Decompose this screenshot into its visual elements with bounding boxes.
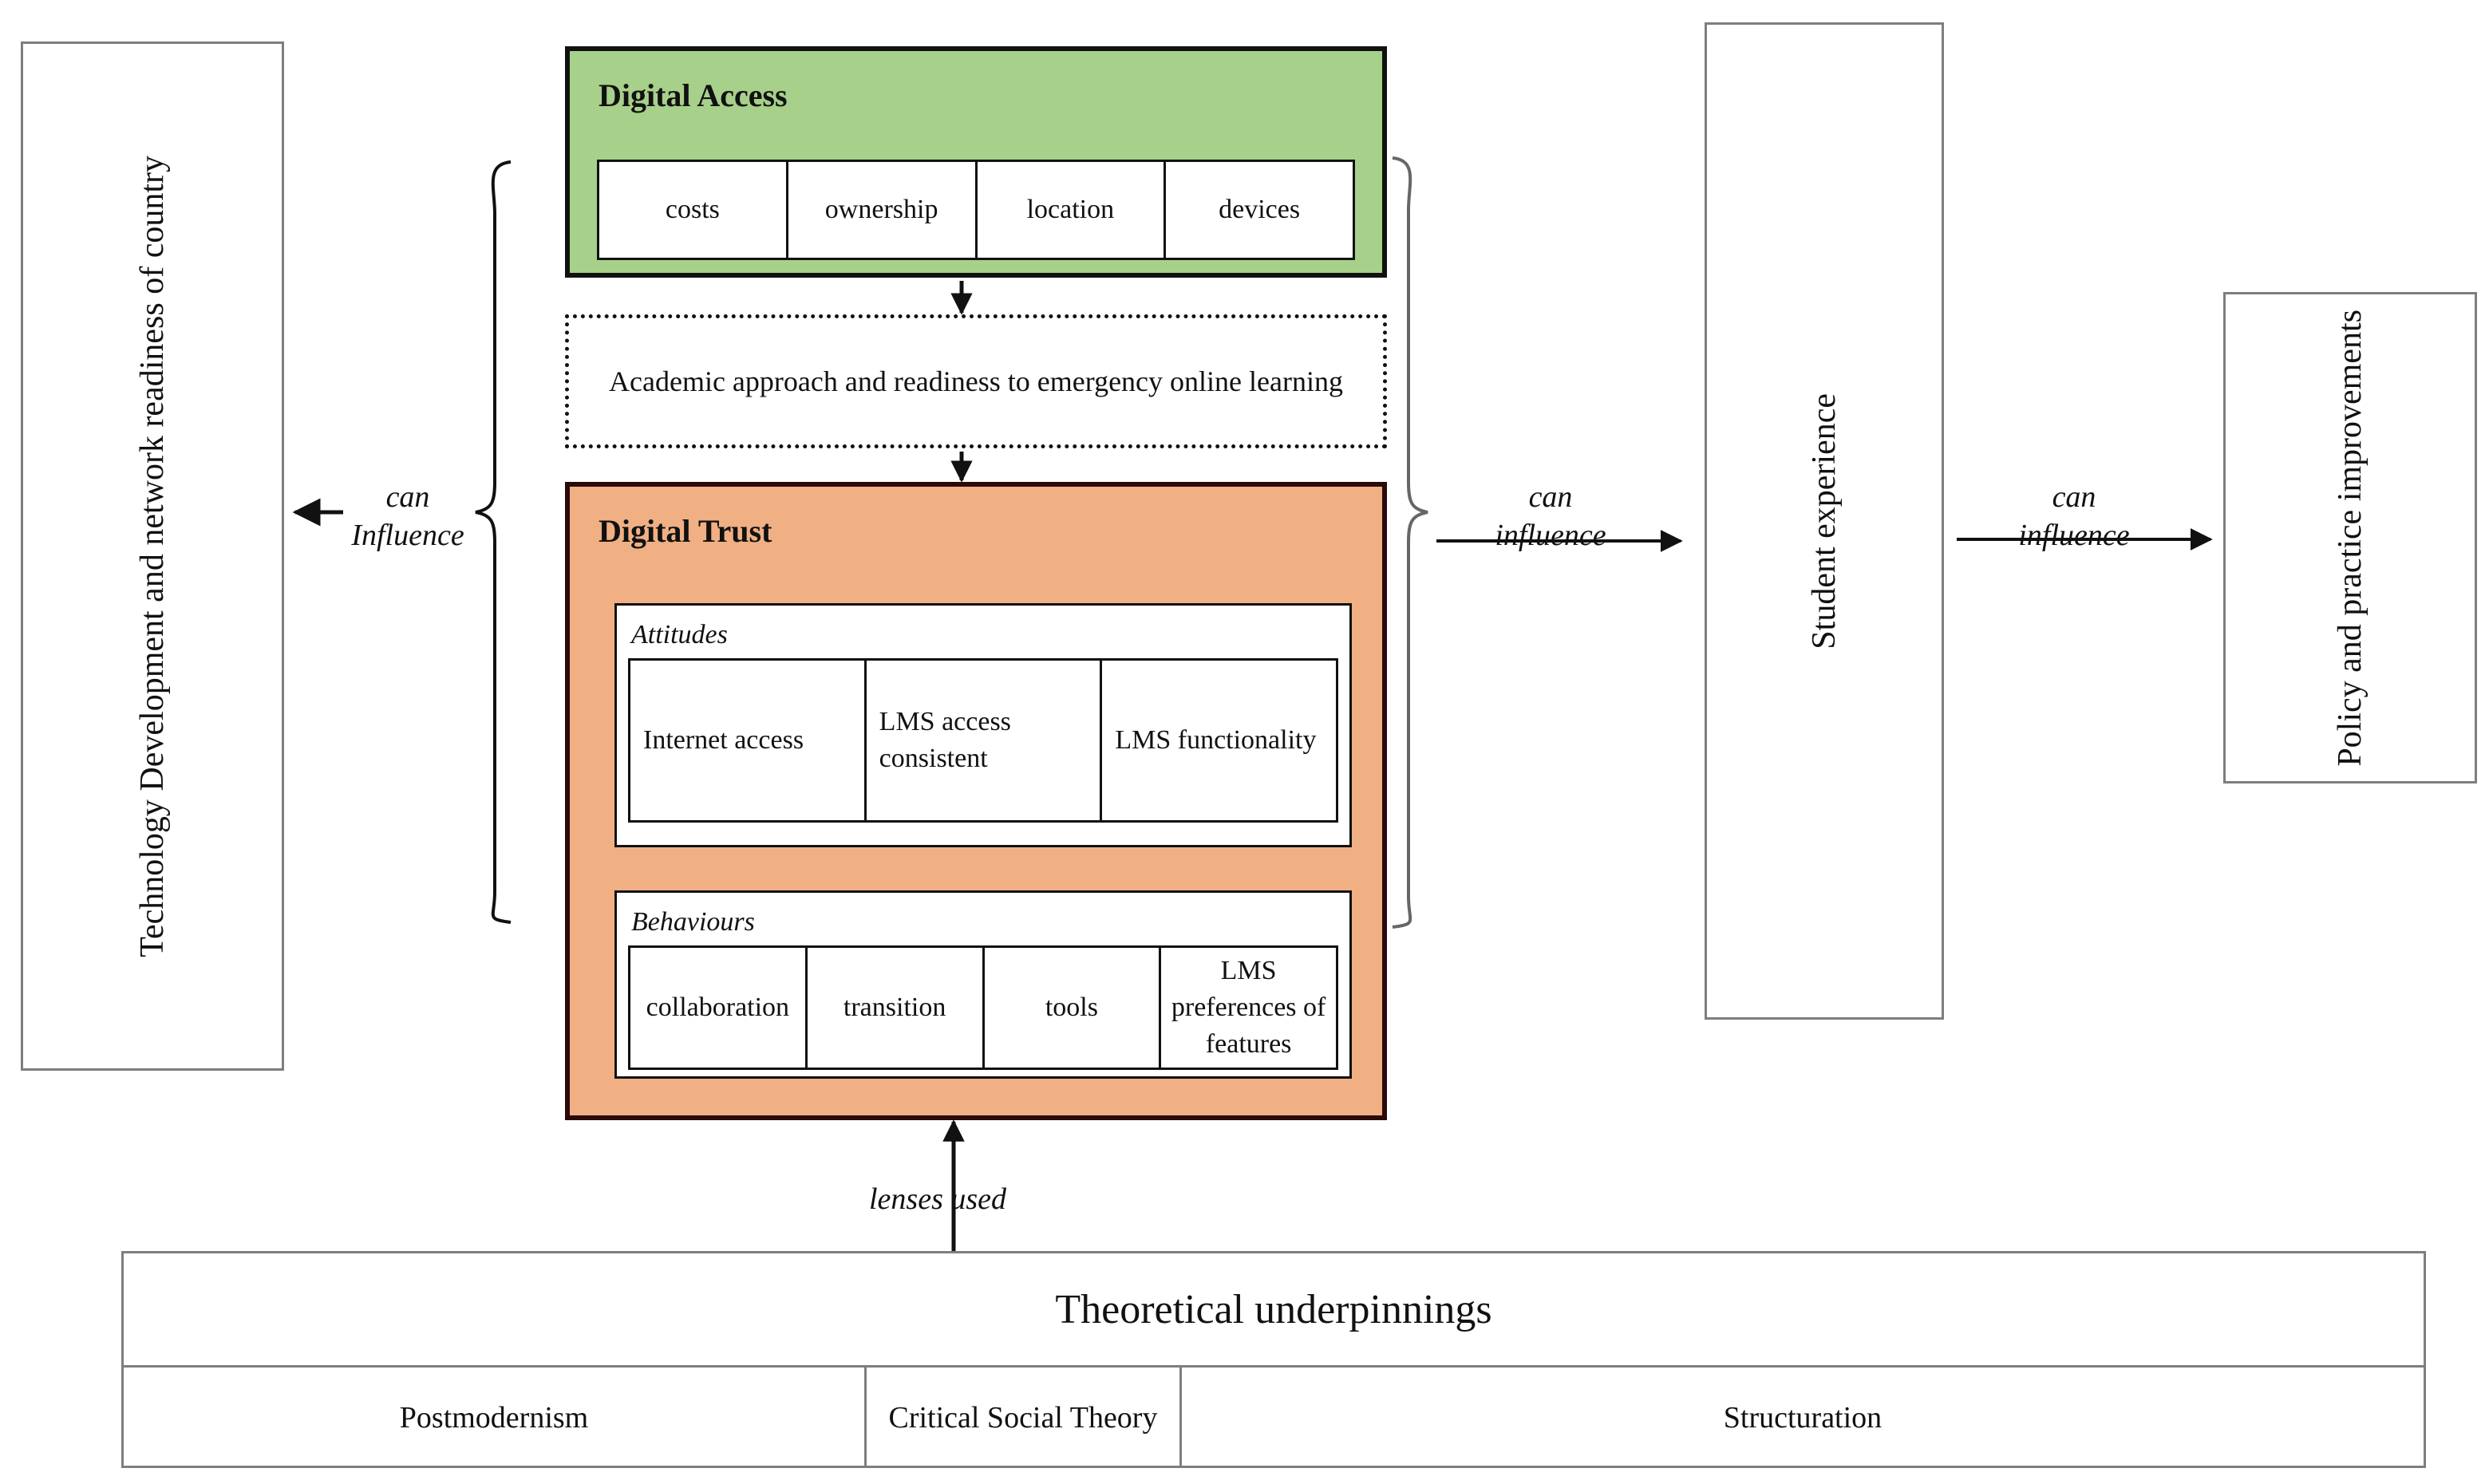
lens-structuration: Structuration [1179,1368,2424,1468]
attitudes-cell-row: Internet access LMS access consistent LM… [628,658,1338,823]
attitudes-cell-internet-access: Internet access [643,725,804,756]
digital-access-box: Digital Access costs ownership location … [565,46,1387,278]
attitudes-cell-lms-access-consistent: LMS access consistent [863,661,1100,820]
access-cell-location: location [974,162,1164,258]
behaviours-cell-lms-preferences: LMS preferences of features [1159,948,1336,1068]
technology-development-label: Technology Development and network readi… [133,155,171,957]
student-experience-label: Student experience [1805,393,1843,649]
lens-postmodernism: Postmodernism [399,1401,589,1435]
lenses-used-label: lenses used [868,1182,1007,1216]
access-cell-ownership: ownership [785,162,975,258]
attitudes-cell-lms-functionality: LMS functionality [1100,661,1336,820]
theoretical-underpinnings-box: Theoretical underpinnings Postmodernism … [121,1251,2426,1468]
digital-access-title: Digital Access [599,77,788,113]
academic-approach-box: Academic approach and readiness to emerg… [565,314,1387,448]
access-cell-devices: devices [1164,162,1353,258]
can-influence-impact-label: can influence [2018,480,2130,552]
policy-improvements-label: Policy and practice improvements [2331,309,2369,767]
behaviours-panel: Behaviours collaboration transition tool… [614,890,1352,1079]
attitudes-panel: Attitudes Internet access LMS access con… [614,603,1352,847]
theoretical-lenses-row: Postmodernism Critical Social Theory Str… [124,1368,2424,1468]
theoretical-underpinnings-heading: Theoretical underpinnings [124,1253,2424,1368]
right-brace-icon [1392,156,1428,929]
behaviours-cell-transition: transition [804,948,982,1068]
academic-approach-label: Academic approach and readiness to emerg… [609,365,1343,397]
can-influence-outcome-label: can influence [1495,480,1606,552]
behaviours-cell-tools: tools [982,948,1160,1068]
behaviours-cell-collaboration: collaboration [646,993,790,1023]
can-influence-left-label: can Influence [351,480,464,552]
digital-trust-box: Digital Trust Attitudes Internet access … [565,482,1387,1120]
digital-access-cell-row: costs ownership location devices [597,160,1355,260]
lens-critical-social-theory: Critical Social Theory [864,1368,1179,1468]
student-experience-box: Student experience [1705,22,1944,1020]
access-cell-costs: costs [665,195,720,225]
digital-trust-title: Digital Trust [599,513,772,549]
attitudes-title: Attitudes [631,620,728,649]
behaviours-cell-row: collaboration transition tools LMS prefe… [628,945,1338,1070]
technology-development-box: Technology Development and network readi… [21,41,284,1071]
behaviours-title: Behaviours [631,907,755,937]
policy-improvements-box: Policy and practice improvements [2223,292,2477,783]
